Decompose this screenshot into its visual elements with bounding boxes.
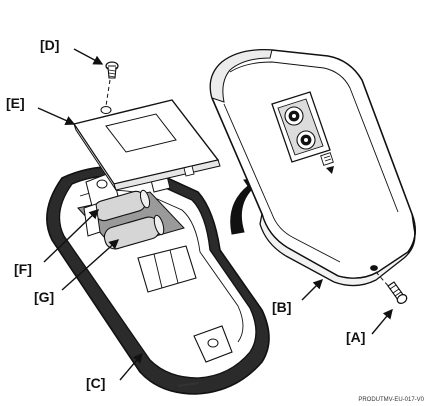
housing-bevel-line xyxy=(229,61,399,213)
housing-bevel-line xyxy=(223,103,341,263)
housing-marking-icon xyxy=(320,152,334,174)
screw-icon xyxy=(105,61,119,79)
battery-cover-hook xyxy=(183,165,195,177)
lower-post-hole xyxy=(207,338,219,348)
base-unit: ▬▬▬ xyxy=(46,165,270,395)
rear-post-hole xyxy=(96,179,108,189)
callout-f-leader xyxy=(43,209,100,263)
battery-cover xyxy=(72,99,221,191)
screw-a-guide-line xyxy=(375,271,391,289)
screw-icon xyxy=(387,281,408,304)
battery-upper xyxy=(93,189,151,222)
base-brand-marking: ▬▬▬ xyxy=(177,379,199,389)
screw-a xyxy=(375,271,408,304)
housing-boss-lower xyxy=(296,130,316,150)
callout-label-e: [E] xyxy=(6,95,25,111)
callout-label-f: [F] xyxy=(14,261,32,277)
battery-cover-screw-hole xyxy=(100,106,112,114)
callout-b-leader xyxy=(301,279,323,301)
callout-label-d: [D] xyxy=(40,37,59,53)
terminal-divider xyxy=(169,249,179,284)
screw-d xyxy=(105,61,119,107)
callout-label-c: [C] xyxy=(86,375,105,391)
figure-reference-code: PRODUTMV-EU-017-V0 xyxy=(358,397,424,403)
housing-side-skirt xyxy=(259,213,416,287)
screw-d-guide-line xyxy=(105,79,111,107)
housing-boss-upper xyxy=(284,106,304,126)
housing-front-end xyxy=(209,49,273,103)
callout-label-b: [B] xyxy=(272,299,291,315)
housing-screw-hole xyxy=(370,265,378,271)
callout-c-leader xyxy=(119,352,143,381)
callout-d-leader xyxy=(73,48,104,65)
housing-top-surface xyxy=(209,48,416,280)
front-housing xyxy=(209,48,416,287)
callout-label-g: [G] xyxy=(34,289,54,305)
callout-g-leader xyxy=(61,239,120,291)
callout-e-leader xyxy=(37,107,76,126)
battery-cover-label-area xyxy=(105,113,177,153)
battery-cover-edge xyxy=(113,159,221,191)
callout-label-a: [A] xyxy=(346,329,365,345)
terminal-divider xyxy=(153,253,163,289)
callout-a-leader xyxy=(371,308,393,335)
